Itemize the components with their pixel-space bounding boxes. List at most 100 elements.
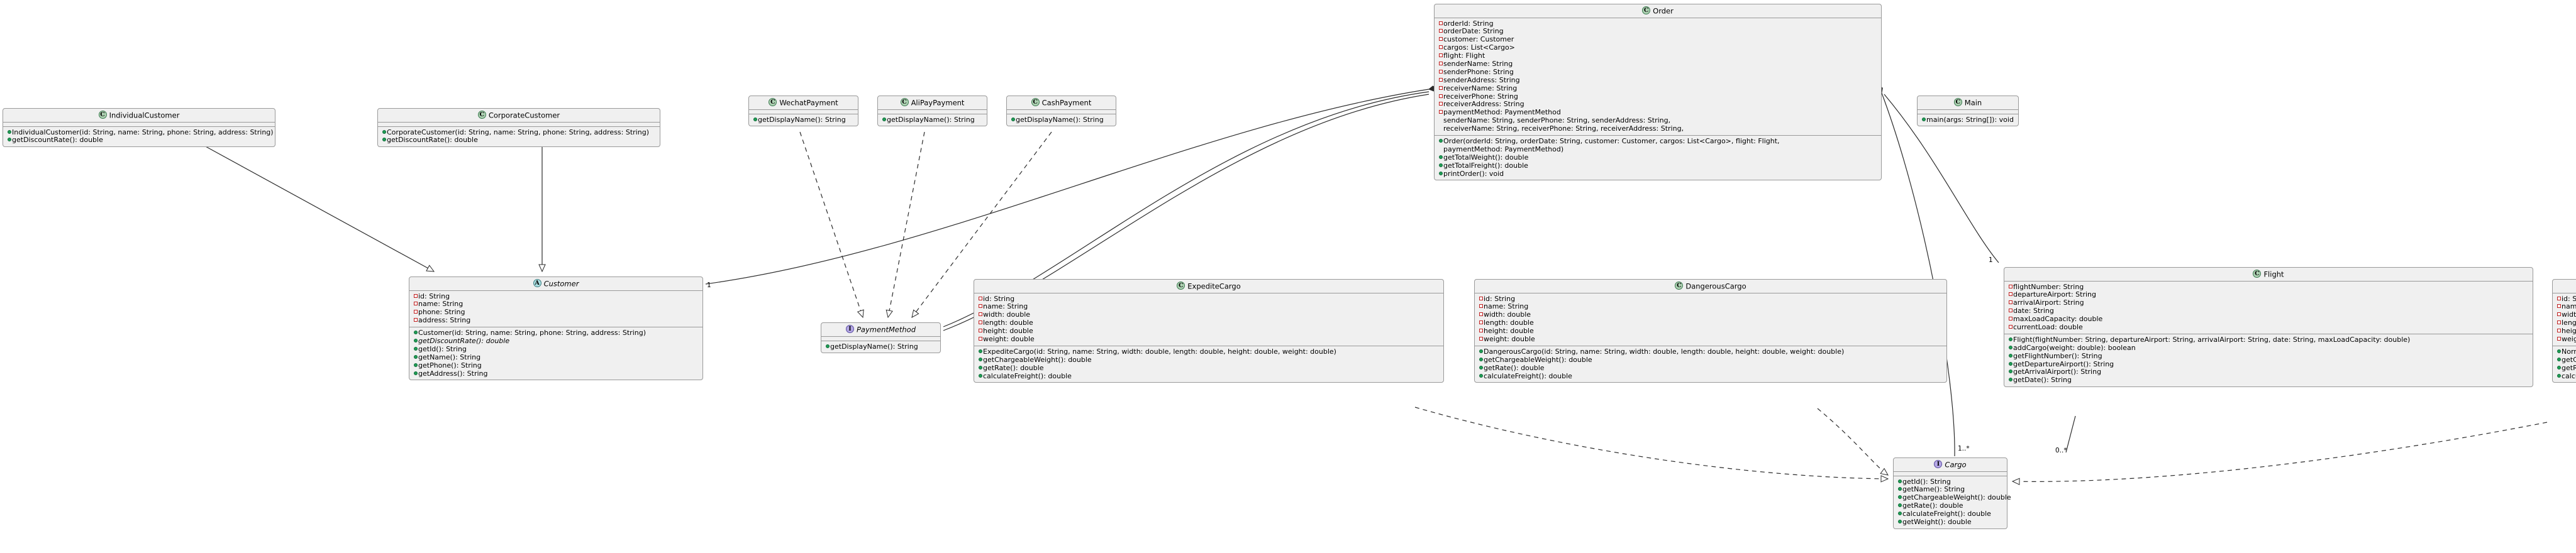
class-name-label: PaymentMethod: [857, 325, 916, 334]
public-visibility-icon: [1897, 495, 1902, 500]
public-visibility-icon: [413, 331, 418, 335]
method-label: getChargeableWeight(): double: [2562, 355, 2576, 364]
visibility-marker: [1438, 162, 1443, 170]
class-name-label: DangerousCargo: [1685, 282, 1746, 291]
method-label: getDisplayName(): String: [758, 115, 846, 124]
public-visibility-icon: [825, 344, 830, 348]
method-label: CorporateCustomer(id: String, name: Stri…: [387, 128, 649, 136]
private-visibility-icon: [2557, 304, 2561, 309]
method-label: getDate(): String: [2013, 376, 2072, 385]
method-label: getRate(): double: [1484, 363, 1545, 372]
attribute-row: width: double: [1478, 310, 1943, 319]
attribute-row: senderName: String: [1438, 60, 1877, 68]
method-label: getDiscountRate(): double: [418, 336, 510, 345]
stereotype-class-icon: C: [98, 111, 107, 119]
method-label: paymentMethod: PaymentMethod): [1443, 145, 1564, 153]
methods-section: getDisplayName(): String: [1007, 114, 1116, 126]
public-visibility-icon: [413, 338, 418, 342]
stereotype-class-icon: C: [900, 98, 909, 106]
visibility-marker: [977, 327, 983, 335]
attribute-label: height: double: [2562, 327, 2576, 336]
attribute-row: height: double: [1478, 327, 1943, 336]
visibility-marker: [977, 302, 983, 310]
private-visibility-icon: [2557, 296, 2561, 300]
attribute-row: departureAirport: String: [2007, 291, 2529, 299]
method-row: getTotalWeight(): double: [1438, 153, 1877, 162]
method-label: ExpediteCargo(id: String, name: String, …: [983, 347, 1336, 356]
visibility-marker: [1438, 43, 1443, 52]
section-divider: [3, 126, 275, 127]
private-visibility-icon: [1438, 29, 1443, 33]
visibility-marker: [1478, 372, 1484, 380]
stereotype-class-icon: C: [1642, 6, 1651, 14]
visibility-marker: [977, 335, 983, 343]
public-visibility-icon: [1479, 357, 1483, 361]
visibility-marker: [1478, 302, 1484, 310]
visibility-marker: [1478, 295, 1484, 303]
private-visibility-icon: [1479, 320, 1483, 325]
method-row: getRate(): double: [2556, 364, 2576, 373]
attribute-label: id: String: [983, 294, 1015, 303]
visibility-marker: [2007, 368, 2013, 376]
stereotype-class-icon: C: [1031, 98, 1040, 106]
class-name-label: AliPayPayment: [911, 98, 965, 107]
method-label: getTotalFreight(): double: [1443, 161, 1528, 170]
visibility-marker: [1010, 116, 1016, 124]
method-row: getDiscountRate(): double: [381, 136, 656, 145]
method-row: getId(): String: [413, 344, 699, 354]
class-name-label: Cargo: [1945, 460, 1967, 469]
private-visibility-icon: [1438, 53, 1443, 58]
private-visibility-icon: [2008, 317, 2012, 321]
method-label: NormalCargo(id: String, name: String): [2562, 347, 2576, 356]
visibility-marker: [1438, 27, 1443, 35]
visibility-marker: [977, 364, 983, 372]
attribute-label: id: String: [1484, 294, 1516, 303]
attribute-label: customer: Customer: [1443, 35, 1514, 44]
stereotype-class-icon: C: [477, 111, 486, 119]
attribute-row: orderDate: String: [1438, 28, 1877, 36]
attribute-label: address: String: [418, 316, 471, 325]
private-visibility-icon: [1479, 312, 1483, 317]
stereotype-interface-icon: I: [846, 325, 854, 333]
attribute-row: name: String: [1478, 303, 1943, 311]
public-visibility-icon: [1438, 163, 1443, 167]
method-label: getDisplayName(): String: [830, 342, 918, 351]
section-divider: [821, 336, 940, 337]
visibility-marker: [2556, 295, 2562, 303]
attribute-row: width: double: [2556, 310, 2576, 319]
visibility-marker: [1478, 348, 1484, 356]
public-visibility-icon: [753, 117, 757, 121]
multiplicity-label: 0..*: [2055, 447, 2067, 454]
method-label: Order(orderId: String, orderDate: String…: [1443, 136, 1780, 145]
attribute-label: weight: double: [2562, 334, 2576, 343]
method-row: getPhone(): String: [413, 361, 699, 370]
visibility-marker: [977, 356, 983, 364]
private-visibility-icon: [1479, 304, 1483, 309]
method-row: IndividualCustomer(id: String, name: Str…: [6, 128, 274, 137]
method-label: getId(): String: [418, 344, 467, 353]
visibility-marker: [2007, 315, 2013, 323]
method-label: calculateFreight(): double: [1902, 510, 1991, 518]
class-name-label: Customer: [543, 279, 579, 288]
section-divider: [1007, 109, 1116, 110]
